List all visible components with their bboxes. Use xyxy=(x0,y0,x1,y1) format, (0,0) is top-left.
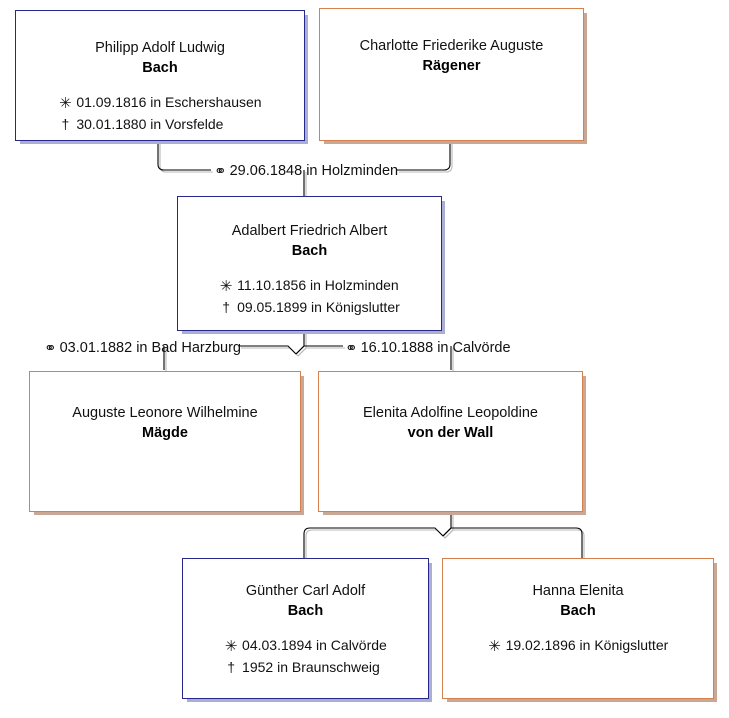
birth-icon: ✳ xyxy=(59,95,72,112)
marriage-text: 29.06.1848 in Holzminden xyxy=(229,163,399,179)
birth-row: ✳ 04.03.1894 in Calvörde xyxy=(224,635,387,657)
marriage-text: 16.10.1888 in Calvörde xyxy=(360,340,511,356)
birth-text: 01.09.1816 in Eschershausen xyxy=(76,94,262,110)
marriage-icon: ⚭ xyxy=(214,163,227,180)
person-given-name: Charlotte Friederike Auguste xyxy=(359,38,544,54)
person-given-name: Auguste Leonore Wilhelmine xyxy=(72,405,258,421)
birth-icon: ✳ xyxy=(224,638,238,655)
birth-row: ✳ 11.10.1856 in Holzminden xyxy=(219,275,400,297)
marriage-icon: ⚭ xyxy=(345,340,358,357)
birth-text: 04.03.1894 in Calvörde xyxy=(242,637,387,653)
person-dates: ✳ 01.09.1816 in Eschershausen † 30.01.18… xyxy=(58,92,261,134)
person-surname: von der Wall xyxy=(407,425,494,441)
birth-text: 19.02.1896 in Königslutter xyxy=(505,637,669,653)
person-box-wife2[interactable]: Elenita Adolfine Leopoldine von der Wall xyxy=(318,371,583,512)
person-given-name: Adalbert Friedrich Albert xyxy=(231,223,388,239)
birth-icon: ✳ xyxy=(219,278,233,295)
death-row: † 09.05.1899 in Königslutter xyxy=(219,297,400,317)
marriage-label-parents: ⚭ 29.06.1848 in Holzminden xyxy=(214,161,399,180)
marriage-icon: ⚭ xyxy=(44,340,57,357)
person-box-subject[interactable]: Adalbert Friedrich Albert Bach ✳ 11.10.1… xyxy=(177,196,442,331)
death-icon: † xyxy=(61,115,70,132)
person-box-son[interactable]: Günther Carl Adolf Bach ✳ 04.03.1894 in … xyxy=(182,558,429,699)
person-box-wife1[interactable]: Auguste Leonore Wilhelmine Mägde xyxy=(29,371,301,512)
person-surname: Bach xyxy=(560,603,596,619)
person-given-name: Günther Carl Adolf xyxy=(245,583,366,599)
person-given-name: Philipp Adolf Ludwig xyxy=(95,40,225,56)
person-given-name: Hanna Elenita xyxy=(532,583,624,599)
birth-row: ✳ 01.09.1816 in Eschershausen xyxy=(58,92,261,114)
person-box-daughter[interactable]: Hanna Elenita Bach ✳ 19.02.1896 in König… xyxy=(442,558,714,699)
person-surname: Rägener xyxy=(422,58,481,74)
person-box-mother[interactable]: Charlotte Friederike Auguste Rägener xyxy=(319,8,584,141)
death-icon: † xyxy=(227,658,236,675)
marriage-label-second: ⚭ 16.10.1888 in Calvörde xyxy=(345,338,511,357)
death-text: 30.01.1880 in Vorsfelde xyxy=(76,115,224,132)
person-surname: Mägde xyxy=(142,425,188,441)
person-surname: Bach xyxy=(287,603,324,619)
person-surname: Bach xyxy=(291,243,328,259)
person-box-father[interactable]: Philipp Adolf Ludwig Bach ✳ 01.09.1816 i… xyxy=(15,10,305,141)
birth-row: ✳ 19.02.1896 in Königslutter xyxy=(488,635,669,657)
person-dates: ✳ 04.03.1894 in Calvörde † 1952 in Braun… xyxy=(224,635,387,677)
death-icon: † xyxy=(222,298,231,315)
marriage-text: 03.01.1882 in Bad Harzburg xyxy=(59,340,241,356)
birth-icon: ✳ xyxy=(488,638,501,655)
marriage-label-first: ⚭ 03.01.1882 in Bad Harzburg xyxy=(44,338,241,357)
death-text: 09.05.1899 in Königslutter xyxy=(237,298,400,315)
death-row: † 1952 in Braunschweig xyxy=(224,657,387,677)
death-text: 1952 in Braunschweig xyxy=(242,658,380,675)
person-dates: ✳ 19.02.1896 in Königslutter xyxy=(488,635,669,657)
person-dates: ✳ 11.10.1856 in Holzminden † 09.05.1899 … xyxy=(219,275,400,317)
birth-text: 11.10.1856 in Holzminden xyxy=(237,277,399,293)
person-given-name: Elenita Adolfine Leopoldine xyxy=(363,405,538,421)
person-surname: Bach xyxy=(142,60,178,76)
death-row: † 30.01.1880 in Vorsfelde xyxy=(58,114,261,134)
